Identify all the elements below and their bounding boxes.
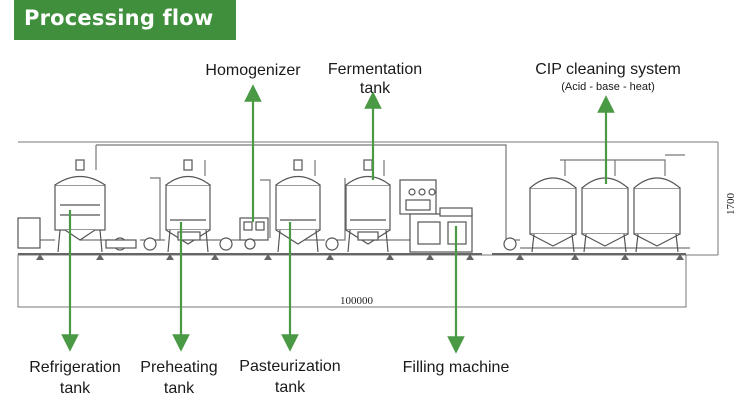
- feet: [36, 254, 684, 260]
- filling-machine-shape: [399, 179, 473, 253]
- label-cip-subtitle: (Acid - base - heat): [561, 81, 655, 93]
- label-refrigeration-line1: Refrigeration: [29, 359, 121, 376]
- label-fermentation-line1: Fermentation: [327, 61, 423, 78]
- header-bar: [14, 0, 236, 40]
- refrigeration-tank-shape: [17, 159, 106, 253]
- label-cip: CIP cleaning system: [535, 61, 681, 78]
- height-dimension: 1700: [725, 193, 737, 216]
- label-preheating-line2: tank: [163, 380, 195, 397]
- callout-arrows: [61, 84, 615, 354]
- page-title: Processing flow: [24, 6, 214, 30]
- homogenizer-shape: [239, 217, 269, 250]
- pump-icon: [105, 237, 157, 251]
- label-fermentation-line2: tank: [359, 80, 391, 97]
- label-refrigeration-line2: tank: [59, 380, 91, 397]
- label-filling-machine: Filling machine: [402, 359, 510, 376]
- fermentation-tank-shape: [345, 159, 391, 253]
- label-pasteurization-line1: Pasteurization: [239, 358, 341, 375]
- label-preheating-line1: Preheating: [140, 359, 218, 376]
- length-dimension: 100000: [340, 295, 374, 307]
- preheating-tank-shape: [165, 159, 233, 253]
- pasteurization-tank-shape: [275, 159, 339, 253]
- cip-tanks-shape: [503, 177, 681, 253]
- label-homogenizer: Homogenizer: [205, 62, 301, 79]
- label-pasteurization-line2: tank: [274, 379, 306, 396]
